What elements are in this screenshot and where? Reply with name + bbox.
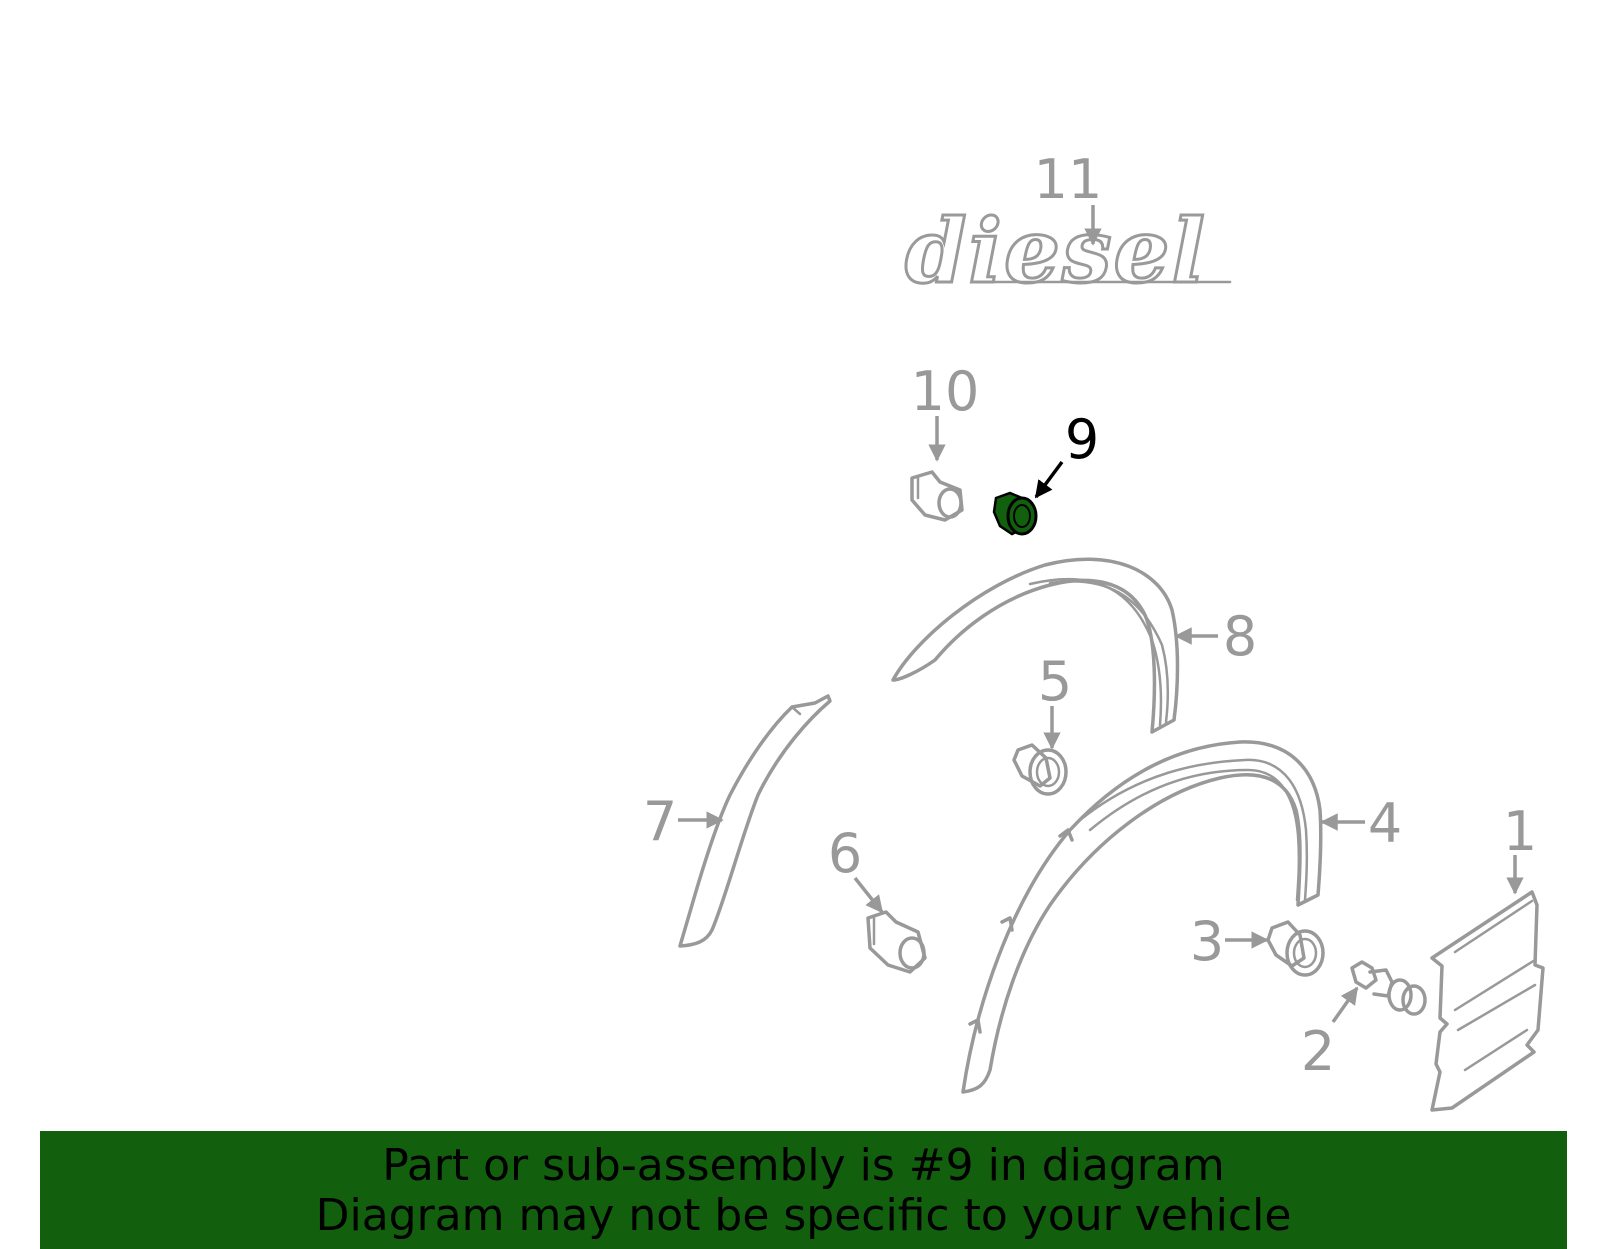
part-2-push-clip[interactable] (1350, 960, 1427, 1016)
part-info-banner: Part or sub-assembly is #9 in diagram Di… (40, 1131, 1567, 1249)
part-8-arch-trim[interactable] (891, 557, 1180, 734)
callout-11[interactable]: 11 (1034, 148, 1103, 211)
callout-4[interactable]: 4 (1368, 792, 1402, 855)
part-6-clip[interactable] (866, 910, 927, 974)
part-11-emblem[interactable]: diesel (904, 198, 1232, 305)
callout-10[interactable]: 10 (911, 360, 980, 423)
callout-2[interactable]: 2 (1301, 1020, 1335, 1083)
part-1-panel[interactable] (1430, 890, 1545, 1112)
part-10-clip[interactable] (910, 470, 964, 522)
callout-2-arrow (1331, 986, 1359, 1024)
callout-7[interactable]: 7 (643, 790, 677, 853)
part-7-trim-strip[interactable] (678, 694, 832, 948)
part-3-grommet[interactable] (1266, 920, 1325, 977)
part-9-clip[interactable] (992, 491, 1038, 536)
callout-6[interactable]: 6 (828, 822, 862, 885)
banner-line-1: Part or sub-assembly is #9 in diagram (382, 1140, 1225, 1191)
banner-line-2: Diagram may not be specific to your vehi… (315, 1190, 1292, 1241)
part-5-grommet[interactable] (1012, 743, 1068, 796)
callout-9-arrow (1034, 460, 1064, 499)
part-4-arch-extension[interactable] (961, 740, 1323, 1094)
callout-8[interactable]: 8 (1223, 605, 1257, 668)
svg-text:diesel: diesel (905, 199, 1207, 303)
callout-1[interactable]: 1 (1503, 800, 1537, 863)
callout-3[interactable]: 3 (1190, 910, 1224, 973)
callout-9[interactable]: 9 (1065, 408, 1099, 471)
callout-5[interactable]: 5 (1038, 650, 1072, 713)
callout-6-arrow (853, 876, 884, 914)
